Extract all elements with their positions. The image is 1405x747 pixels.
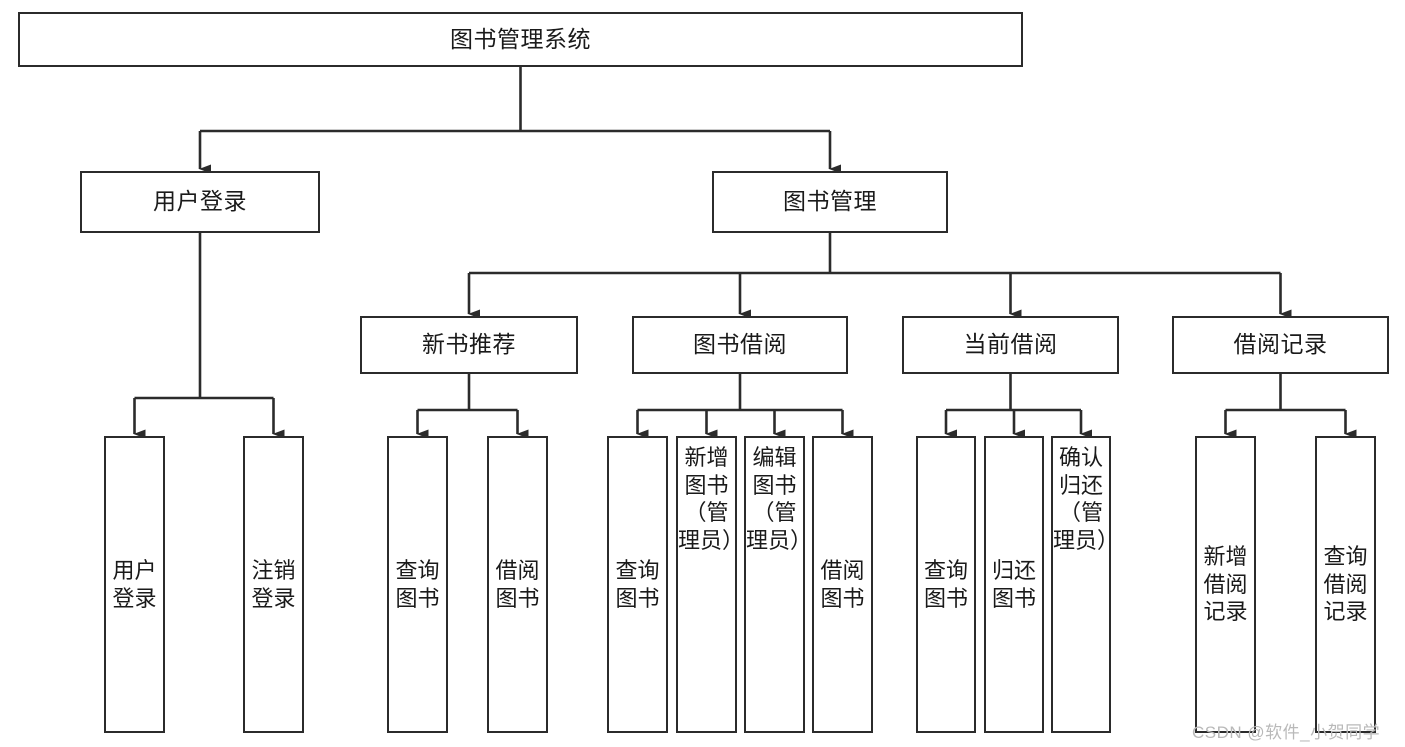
node-label: 图书借阅 — [693, 331, 787, 358]
node-label: 查询图书 — [923, 557, 968, 611]
node-label: 用户登录 — [112, 557, 157, 611]
node-l2-图书管理[interactable]: 图书管理 — [712, 171, 948, 233]
node-label: 查询图书 — [395, 557, 440, 611]
node-label: 用户登录 — [153, 188, 247, 215]
node-leaf-新增图书管理员[interactable]: 新增图书（管理员） — [676, 436, 745, 733]
node-label: 编辑图书（管理员） — [746, 445, 813, 554]
node-l2-用户登录[interactable]: 用户登录 — [80, 171, 320, 233]
node-label: 图书管理系统 — [450, 25, 591, 52]
node-leaf-编辑图书管理员[interactable]: 编辑图书（管理员） — [744, 436, 813, 733]
node-label: 查询图书 — [615, 557, 660, 611]
node-leaf-确认归还管理员[interactable]: 确认归还（管理员） — [1051, 436, 1120, 733]
node-root-图书管理系统[interactable]: 图书管理系统 — [18, 12, 1023, 67]
node-label: 新书推荐 — [422, 331, 516, 358]
node-label: 确认归还（管理员） — [1053, 445, 1120, 554]
node-l3-借阅记录[interactable]: 借阅记录 — [1172, 316, 1389, 374]
node-label: 当前借阅 — [963, 331, 1058, 358]
node-leaf-注销登录[interactable]: 注销登录 — [243, 436, 304, 733]
node-l3-新书推荐[interactable]: 新书推荐 — [360, 316, 578, 374]
node-leaf-用户登录[interactable]: 用户登录 — [104, 436, 165, 733]
node-leaf-归还图书[interactable]: 归还图书 — [984, 436, 1044, 733]
node-label: 归还图书 — [991, 557, 1036, 611]
node-leaf-查询图书[interactable]: 查询图书 — [916, 436, 976, 733]
node-l3-图书借阅[interactable]: 图书借阅 — [632, 316, 848, 374]
node-leaf-新增借阅记录[interactable]: 新增借阅记录 — [1195, 436, 1256, 733]
node-label: 新增借阅记录 — [1203, 543, 1248, 625]
node-l3-当前借阅[interactable]: 当前借阅 — [902, 316, 1119, 374]
node-label: 图书管理 — [783, 188, 877, 215]
node-leaf-借阅图书[interactable]: 借阅图书 — [812, 436, 873, 733]
node-label: 新增图书（管理员） — [678, 445, 745, 554]
node-leaf-查询图书[interactable]: 查询图书 — [387, 436, 448, 733]
node-leaf-借阅图书[interactable]: 借阅图书 — [487, 436, 548, 733]
node-label: 借阅图书 — [820, 557, 865, 611]
connector-edges — [133, 67, 1357, 439]
node-leaf-查询借阅记录[interactable]: 查询借阅记录 — [1315, 436, 1376, 733]
node-label: 查询借阅记录 — [1323, 543, 1368, 625]
node-label: 借阅图书 — [495, 557, 540, 611]
watermark-text: CSDN @软件_小贺同学 — [1192, 723, 1381, 742]
node-label: 注销登录 — [251, 557, 296, 611]
node-label: 借阅记录 — [1233, 331, 1328, 358]
node-leaf-查询图书[interactable]: 查询图书 — [607, 436, 668, 733]
